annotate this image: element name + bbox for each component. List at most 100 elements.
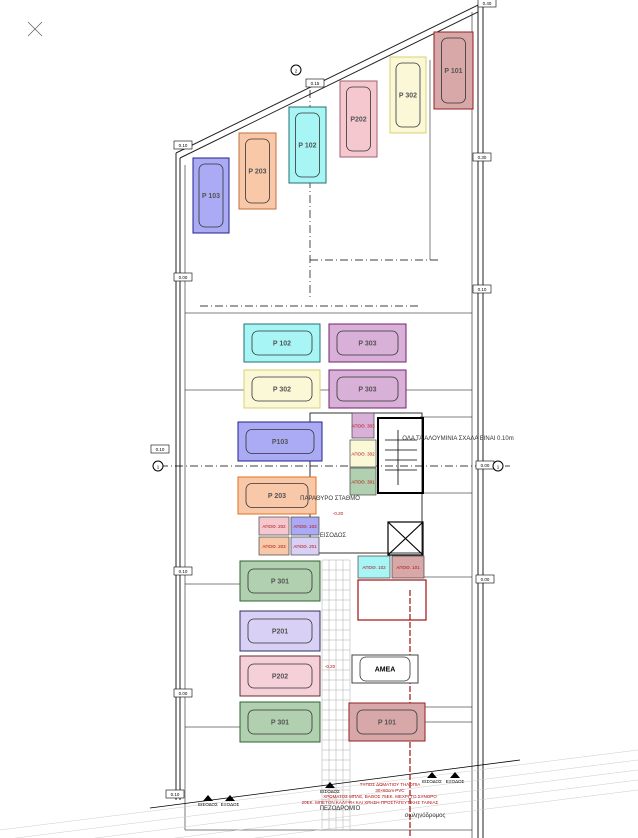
parking-space: P 101 (348, 702, 426, 742)
parking-space-area (239, 560, 321, 602)
storage-room-label: ΑΠΟΘ. 102 (362, 565, 386, 570)
parking-space-area (237, 421, 323, 462)
storage-room: ΑΠΟΘ. 302 (349, 439, 377, 468)
parking-space-area (328, 369, 407, 409)
parking-space: P 303 (328, 323, 407, 363)
entrance-label: ΕΞΟΔΟΣ (446, 779, 465, 784)
storage-room-label: ΑΠΟΘ. 301 (351, 480, 375, 485)
entrance-label: ΕΙΣΟΔΟΣ (320, 789, 340, 794)
parking-space-area (328, 323, 407, 363)
elevator-shaft (387, 521, 424, 556)
parking-space-area (243, 369, 321, 409)
car-icon (247, 618, 313, 644)
parking-space: P 203 (237, 476, 317, 515)
storage-room-label: ΑΠΟΘ. 303 (351, 424, 375, 429)
entrance-label: ΕΙΣΟΔΟΣ (422, 779, 442, 784)
section-marker-icon (152, 460, 164, 472)
parking-space-label: P 102 (273, 341, 291, 348)
level-box (173, 566, 193, 576)
parking-space-area (351, 654, 419, 684)
level-value: 0.10 (179, 569, 188, 574)
car-icon (247, 663, 313, 689)
ramp-grid (321, 559, 351, 831)
section-marker-icon (290, 64, 302, 76)
car-icon (295, 112, 320, 178)
storage-room: ΑΠΟΘ. 103 (290, 516, 320, 536)
storage-room: ΑΠΟΘ. 301 (349, 467, 377, 496)
level-box (472, 152, 492, 162)
parking-space-label: P202 (350, 117, 366, 124)
parking-space-label: P 101 (444, 68, 462, 75)
parking-space: P103 (237, 421, 323, 462)
level-box (305, 78, 325, 88)
parking-space-label: P202 (272, 674, 288, 681)
car-icon (245, 483, 309, 508)
level-mark: -0.20 (325, 664, 336, 669)
parking-space: P202 (339, 80, 378, 158)
section-marker-label: 1 (157, 465, 160, 470)
stair-note: ΟΛΑ ΤΑ ΑΛΟΥΜΙΝΙΑ ΣΧΑΛΑ ΕΙΝΑΙ 0.10m (402, 436, 513, 442)
level-box (165, 789, 185, 799)
storage-room: ΑΠΟΘ. 101 (391, 555, 425, 579)
parking-space-area (239, 655, 321, 697)
level-value: 0.10 (478, 287, 487, 292)
storage-room: ΑΠΟΘ. 201 (290, 536, 320, 556)
parking-space-area (433, 31, 474, 110)
level-box (477, 0, 497, 8)
parking-space: P 102 (288, 106, 327, 184)
section-marker-label: 1 (497, 465, 500, 470)
entrance-arrow-icon (325, 782, 335, 788)
storage-room-label: ΑΠΟΘ. 203 (262, 544, 286, 549)
car-icon (359, 656, 411, 682)
level-value: 0.15 (311, 81, 320, 86)
parking-space-label: P 303 (358, 341, 376, 348)
sidewalk-label: ΠΕΖΟΔΡΟΜΙΟ (320, 806, 361, 812)
parking-space-area (348, 702, 426, 742)
car-icon (247, 568, 313, 594)
level-value: 0.10 (156, 447, 165, 452)
parking-space: ΑΜΕΑ (351, 654, 419, 684)
car-icon (251, 376, 313, 402)
red-note: 30×60cm PVC (375, 788, 405, 793)
window-label: ΠΑΡΑΘΥΡΟ ΣΤΑΘΜΟ (300, 496, 360, 502)
parking-space-label: P 103 (202, 193, 220, 200)
entrance-label: ΕΙΣΟΔΟΣ (320, 533, 346, 539)
parking-space: P 102 (243, 323, 321, 363)
level-value: 0.00 (179, 691, 188, 696)
level-box (475, 574, 495, 584)
parking-space: P 203 (238, 132, 277, 210)
level-value: 0.30 (478, 155, 487, 160)
car-icon (356, 709, 418, 735)
storage-room-label: ΑΠΟΘ. 201 (293, 544, 317, 549)
car-icon (441, 37, 466, 104)
car-icon (245, 138, 270, 204)
car-icon (251, 330, 313, 356)
parking-space-label: ΑΜΕΑ (375, 667, 396, 674)
level-value: 0.10 (179, 143, 188, 148)
level-box (173, 140, 193, 150)
parking-space-label: P 301 (271, 579, 289, 586)
parking-space: P 302 (389, 56, 427, 134)
parking-space: P 301 (239, 560, 321, 602)
level-value: 0.00 (481, 577, 490, 582)
level-value: 0.00 (179, 275, 188, 280)
parking-space-label: P 102 (298, 143, 316, 150)
storage-room-label: ΑΠΟΘ. 202 (262, 524, 286, 529)
car-icon (245, 429, 315, 454)
axis-lines (160, 90, 510, 467)
parking-space-area (243, 323, 321, 363)
level-mark: -0.20 (333, 511, 344, 516)
compass-icon (27, 21, 43, 37)
parking-space: P 302 (243, 369, 321, 409)
sidewalk-hatch (0, 749, 638, 838)
storage-room-label: ΑΠΟΘ. 302 (351, 452, 375, 457)
car-icon (198, 163, 224, 228)
parking-space-label: P 302 (273, 387, 291, 394)
storage-room: ΑΠΟΘ. 203 (258, 536, 290, 556)
red-note: ΤΥΠΟΣ ΔΩΜΑΤΙΟΥ ΤΗΛΟΠΙΑ (360, 782, 420, 787)
parking-space-label: P 101 (378, 720, 396, 727)
level-value: 0.00 (481, 463, 490, 468)
level-box (150, 444, 170, 454)
parking-space-label: P201 (272, 629, 288, 636)
